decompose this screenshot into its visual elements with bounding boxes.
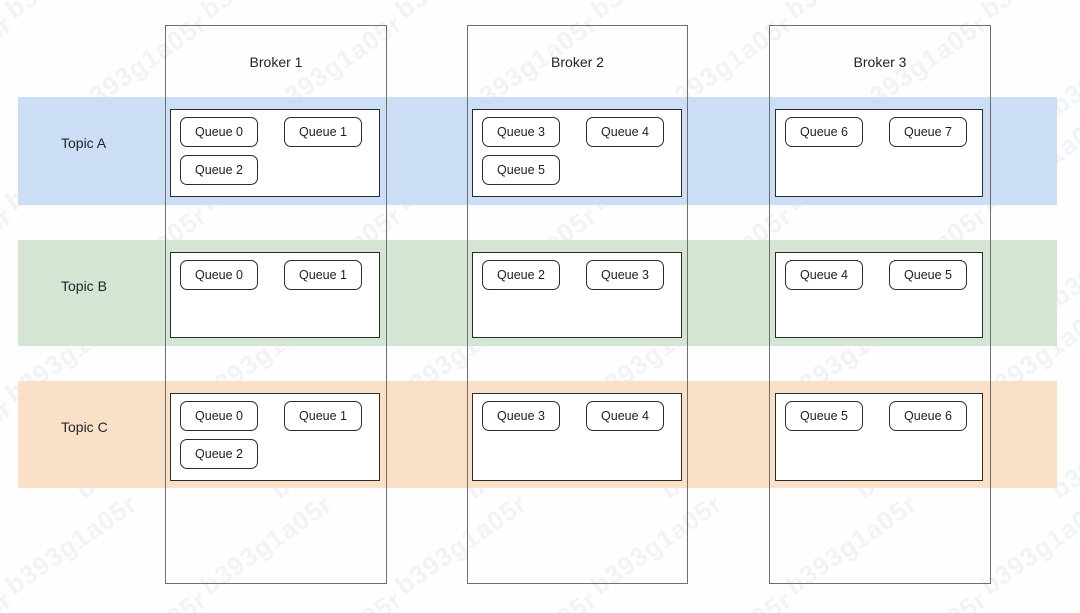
- watermark-text: b393g1a05r: [780, 0, 923, 25]
- watermark-text: b393g1a05r: [265, 584, 408, 613]
- topic-label-topic-c: Topic C: [61, 419, 108, 435]
- watermark-text: b393g1a05r: [0, 200, 18, 313]
- broker-box-3[interactable]: [769, 25, 991, 584]
- topic-label-topic-a: Topic A: [61, 135, 107, 151]
- queue-chip[interactable]: Queue 6: [889, 401, 967, 431]
- watermark-text: b393g1a05r: [850, 584, 993, 613]
- queue-chip[interactable]: Queue 0: [180, 117, 258, 147]
- watermark-text: b393g1a05r: [0, 392, 18, 505]
- watermark-text: b393g1a05r: [195, 0, 338, 25]
- broker-title-2: Broker 2: [551, 54, 604, 70]
- watermark-text: b393g1a05r: [1045, 584, 1080, 613]
- broker-title-1: Broker 1: [249, 54, 303, 70]
- watermark-text: b393g1a05r: [0, 488, 143, 601]
- watermark-text: b393g1a05r: [0, 0, 143, 25]
- queue-chip[interactable]: Queue 5: [785, 401, 863, 431]
- queue-chip[interactable]: Queue 2: [180, 155, 258, 185]
- queue-chip[interactable]: Queue 5: [889, 260, 967, 290]
- watermark-text: b393g1a05r: [655, 584, 798, 613]
- watermark-text: b393g1a05r: [975, 0, 1080, 25]
- queue-chip[interactable]: Queue 3: [482, 117, 560, 147]
- watermark-text: b393g1a05r: [460, 584, 603, 613]
- queue-chip[interactable]: Queue 6: [785, 117, 863, 147]
- topic-label-topic-b: Topic B: [61, 278, 107, 294]
- broker-title-3: Broker 3: [853, 54, 907, 70]
- watermark-text: b393g1a05r: [70, 584, 213, 613]
- broker-box-1[interactable]: [165, 25, 387, 584]
- watermark-text: b393g1a05r: [585, 0, 728, 25]
- watermark-text: b393g1a05r: [0, 8, 18, 121]
- queue-chip[interactable]: Queue 1: [284, 401, 362, 431]
- queue-chip[interactable]: Queue 7: [889, 117, 967, 147]
- watermark-text: b393g1a05r: [0, 584, 18, 613]
- queue-chip[interactable]: Queue 4: [586, 401, 664, 431]
- queue-chip[interactable]: Queue 4: [586, 117, 664, 147]
- queue-chip[interactable]: Queue 0: [180, 401, 258, 431]
- queue-chip[interactable]: Queue 3: [482, 401, 560, 431]
- queue-chip[interactable]: Queue 2: [482, 260, 560, 290]
- queue-chip[interactable]: Queue 3: [586, 260, 664, 290]
- queue-chip[interactable]: Queue 0: [180, 260, 258, 290]
- queue-chip[interactable]: Queue 1: [284, 260, 362, 290]
- watermark-text: b393g1a05r: [390, 0, 533, 25]
- broker-box-2[interactable]: [467, 25, 688, 584]
- queue-chip[interactable]: Queue 4: [785, 260, 863, 290]
- queue-chip[interactable]: Queue 5: [482, 155, 560, 185]
- queue-chip[interactable]: Queue 2: [180, 439, 258, 469]
- queue-chip[interactable]: Queue 1: [284, 117, 362, 147]
